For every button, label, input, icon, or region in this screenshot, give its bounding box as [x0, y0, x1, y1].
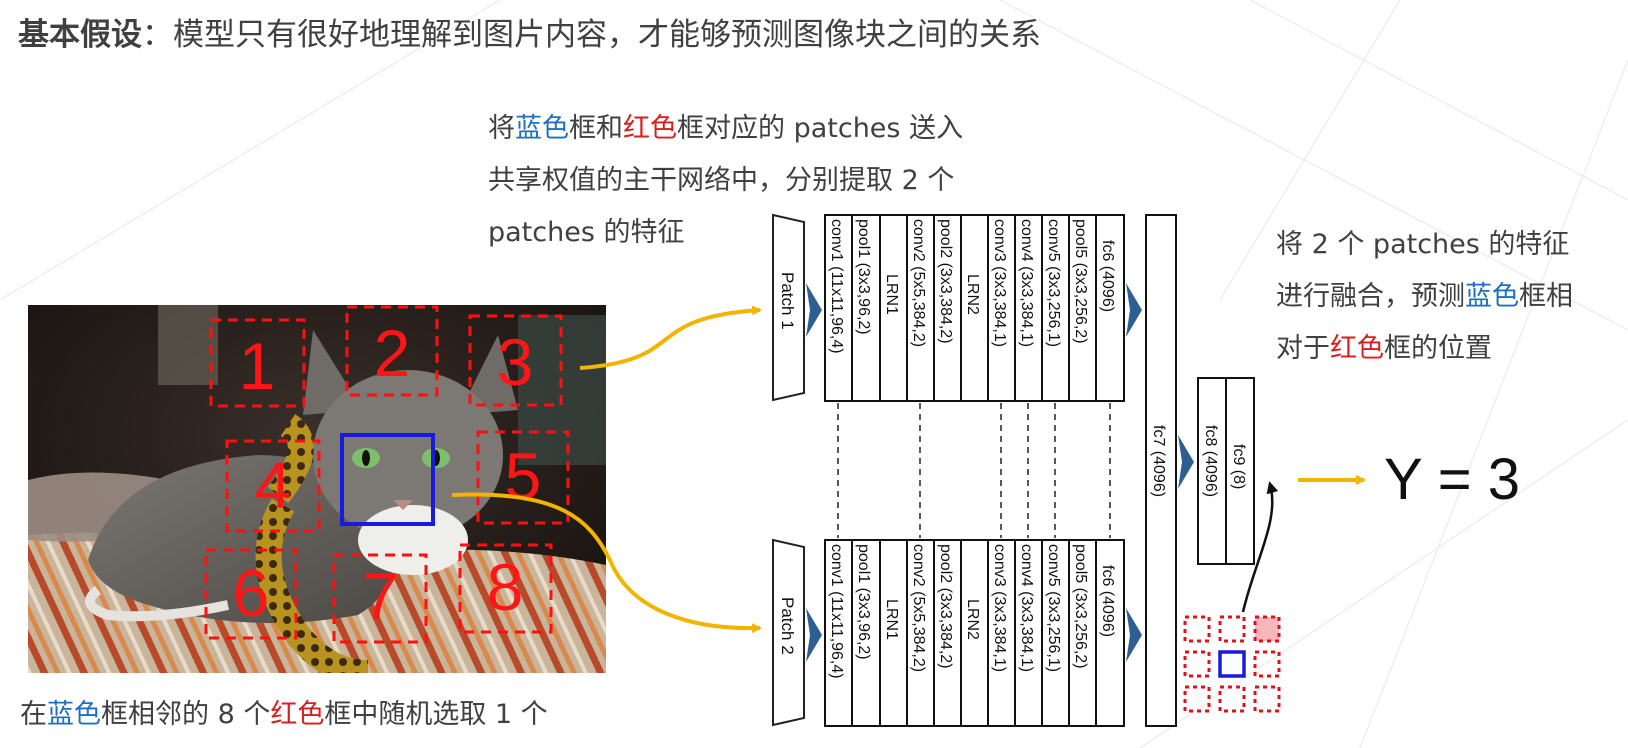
patch-number-7: 7 — [362, 559, 399, 633]
b2-layer-fc6: fc6 (4096) — [1099, 565, 1116, 637]
cat-photo: 1 2 3 4 5 6 7 8 — [28, 305, 606, 673]
b1-layer-lrn2: LRN2 — [964, 274, 981, 315]
snake — [255, 414, 369, 673]
top-description: 将蓝色框和红色框对应的 patches 送入 共享权值的主干网络中，分别提取 2… — [488, 103, 963, 259]
cat-head — [313, 370, 503, 540]
fc7-label: fc7 (4096) — [1150, 425, 1167, 497]
b2-layer-pool2: pool2 (3x3,384,2) — [937, 544, 954, 669]
b2-layer-pool5: pool5 (3x3,256,2) — [1072, 544, 1089, 669]
patch-number-8: 8 — [487, 550, 524, 624]
patch2-label: Patch 2 — [778, 597, 797, 655]
fc8-label: fc8 (4096) — [1202, 425, 1219, 497]
right-text-1: 将 2 个 patches 的特征 — [1276, 229, 1570, 260]
top-text-1b: 框和 — [569, 113, 623, 144]
b1-layer-conv2: conv2 (5x5,384,2) — [910, 219, 927, 347]
top-text-red: 红色 — [623, 113, 677, 144]
flow-chevrons — [806, 283, 1194, 662]
chevron-icon — [1126, 283, 1142, 337]
top-text-3: patches 的特征 — [488, 217, 685, 248]
b2-layer-conv4: conv4 (3x3,384,1) — [1018, 544, 1035, 672]
bottom-text-b: 框相邻的 8 个 — [101, 699, 271, 730]
patch1-input — [772, 213, 805, 402]
center-patch-cell — [1218, 650, 1246, 678]
b2-layer-lrn2: LRN2 — [964, 599, 981, 640]
patch2-input — [772, 538, 805, 727]
patch-number-3: 3 — [497, 325, 534, 399]
right-text-2a: 进行融合，预测 — [1276, 281, 1465, 312]
arrow-to-patch2 — [451, 492, 762, 634]
label-arrow — [1241, 481, 1279, 613]
patch-numbers: 1 2 3 4 5 6 7 8 — [233, 316, 542, 633]
branch1-layer-stack — [824, 214, 1125, 402]
chevron-icon — [1126, 608, 1142, 662]
output-label: Y = 3 — [1384, 447, 1520, 512]
b2-layer-pool1: pool1 (3x3,96,2) — [855, 544, 872, 660]
title-text: ：模型只有很好地理解到图片内容，才能够预测图像块之间的关系 — [142, 17, 1041, 53]
branch2-layer-stack — [824, 539, 1125, 727]
top-text-2: 共享权值的主干网络中，分别提取 2 个 — [488, 165, 955, 196]
layer-dividers — [851, 215, 1097, 726]
bottom-text-a: 在 — [20, 699, 47, 730]
right-description: 将 2 个 patches 的特征 进行融合，预测蓝色框相 对于红色框的位置 — [1276, 219, 1573, 375]
top-text-blue: 蓝色 — [515, 113, 569, 144]
right-text-blue: 蓝色 — [1465, 281, 1519, 312]
arrow-to-patch1 — [579, 305, 762, 370]
b2-layer-conv1: conv1 (11x11,96,4) — [828, 544, 845, 679]
position-grid — [1183, 615, 1281, 713]
b1-layer-fc6: fc6 (4096) — [1099, 240, 1116, 312]
b1-layer-lrn1: LRN1 — [883, 274, 900, 315]
bottom-caption: 在蓝色框相邻的 8 个红色框中随机选取 1 个 — [20, 690, 548, 740]
b1-layer-pool1: pool1 (3x3,96,2) — [855, 219, 872, 335]
red-patch-boxes — [204, 305, 570, 644]
top-text-1c: 框对应的 patches 送入 — [677, 113, 964, 144]
bottom-text-blue: 蓝色 — [47, 699, 101, 730]
patch-number-2: 2 — [374, 316, 411, 390]
patch-number-1: 1 — [239, 329, 276, 403]
cat-body — [88, 455, 394, 623]
right-text-3b: 框的位置 — [1384, 333, 1492, 364]
b2-layer-conv3: conv3 (3x3,384,1) — [991, 544, 1008, 672]
b1-layer-conv1: conv1 (11x11,96,4) — [828, 219, 845, 354]
b2-layer-conv2: conv2 (5x5,384,2) — [910, 544, 927, 672]
shared-weight-links — [837, 403, 1111, 538]
b1-layer-pool5: pool5 (3x3,256,2) — [1072, 219, 1089, 344]
branch2-layer-labels: conv1 (11x11,96,4) pool1 (3x3,96,2) LRN1… — [828, 544, 1116, 679]
patch-number-6: 6 — [233, 556, 270, 630]
bottom-text-red: 红色 — [270, 699, 325, 730]
right-text-3a: 对于 — [1276, 333, 1330, 364]
patch-number-4: 4 — [255, 448, 292, 522]
fc9-label: fc9 (8) — [1230, 444, 1247, 489]
selected-patch-cell — [1253, 615, 1281, 643]
fc7-layer — [1145, 214, 1177, 727]
b1-layer-pool2: pool2 (3x3,384,2) — [937, 219, 954, 344]
chevron-icon — [806, 608, 822, 662]
branch1-layer-labels: conv1 (11x11,96,4) pool1 (3x3,96,2) LRN1… — [828, 219, 1116, 354]
b1-layer-conv3: conv3 (3x3,384,1) — [991, 219, 1008, 347]
right-text-red: 红色 — [1330, 333, 1384, 364]
b2-layer-lrn1: LRN1 — [883, 599, 900, 640]
title-bold: 基本假设 — [18, 17, 142, 53]
chevron-icon — [806, 283, 822, 337]
blue-patch-box — [340, 433, 435, 526]
b2-layer-conv5: conv5 (3x3,256,1) — [1045, 544, 1062, 672]
b1-layer-conv5: conv5 (3x3,256,1) — [1045, 219, 1062, 347]
bottom-text-c: 框中随机选取 1 个 — [324, 699, 548, 730]
top-text-1a: 将 — [488, 113, 515, 144]
patch1-label: Patch 1 — [778, 272, 797, 330]
right-text-2b: 框相 — [1519, 281, 1573, 312]
chevron-icon — [1178, 435, 1194, 489]
page-title: 基本假设：模型只有很好地理解到图片内容，才能够预测图像块之间的关系 — [18, 10, 1041, 60]
b1-layer-conv4: conv4 (3x3,384,1) — [1018, 219, 1035, 347]
